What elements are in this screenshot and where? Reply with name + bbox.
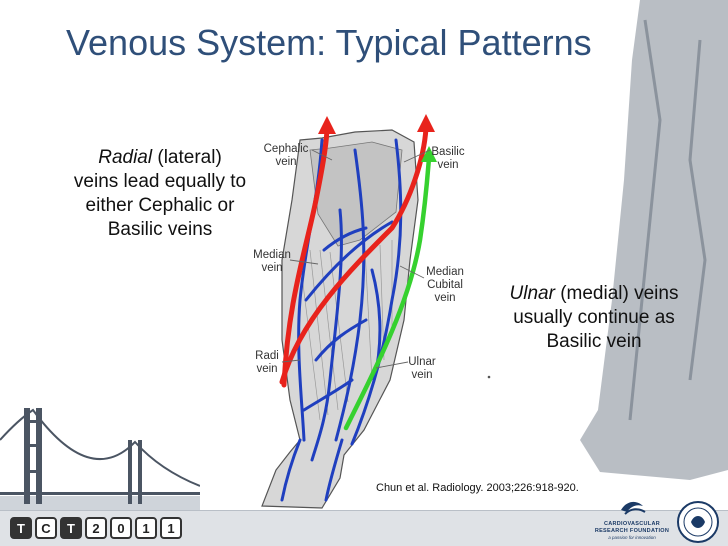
logo-char: 1: [160, 517, 182, 539]
ulnar-flow-arrow: [343, 155, 432, 431]
ulnar-veins-note: Ulnar (medial) veins usually continue as…: [509, 283, 679, 352]
slide-title: Venous System: Typical Patterns: [66, 22, 592, 63]
radial-veins-note: Radial (lateral) veins lead equally to e…: [73, 147, 247, 240]
crf-swirl-icon: [621, 501, 646, 515]
logo-char: 1: [135, 517, 157, 539]
crf-logo-icon: CARDIOVASCULAR RESEARCH FOUNDATION a pas…: [592, 498, 672, 540]
radial-flow-arrows: [279, 125, 429, 388]
tct-2011-logo: T C T 2 0 1 1: [10, 516, 182, 540]
golden-gate-bridge-icon: [0, 408, 200, 512]
cephalic-arrowhead: [318, 116, 336, 134]
green-arrowhead: [421, 146, 437, 162]
logo-char: C: [35, 517, 57, 539]
basilic-arrowhead: [417, 114, 435, 132]
citation: Chun et al. Radiology. 2003;226:918-920.: [376, 482, 579, 494]
society-seal-icon: [677, 501, 719, 543]
logo-char: T: [60, 517, 82, 539]
logo-char: T: [10, 517, 32, 539]
logo-char: 2: [85, 517, 107, 539]
logo-char: 0: [110, 517, 132, 539]
